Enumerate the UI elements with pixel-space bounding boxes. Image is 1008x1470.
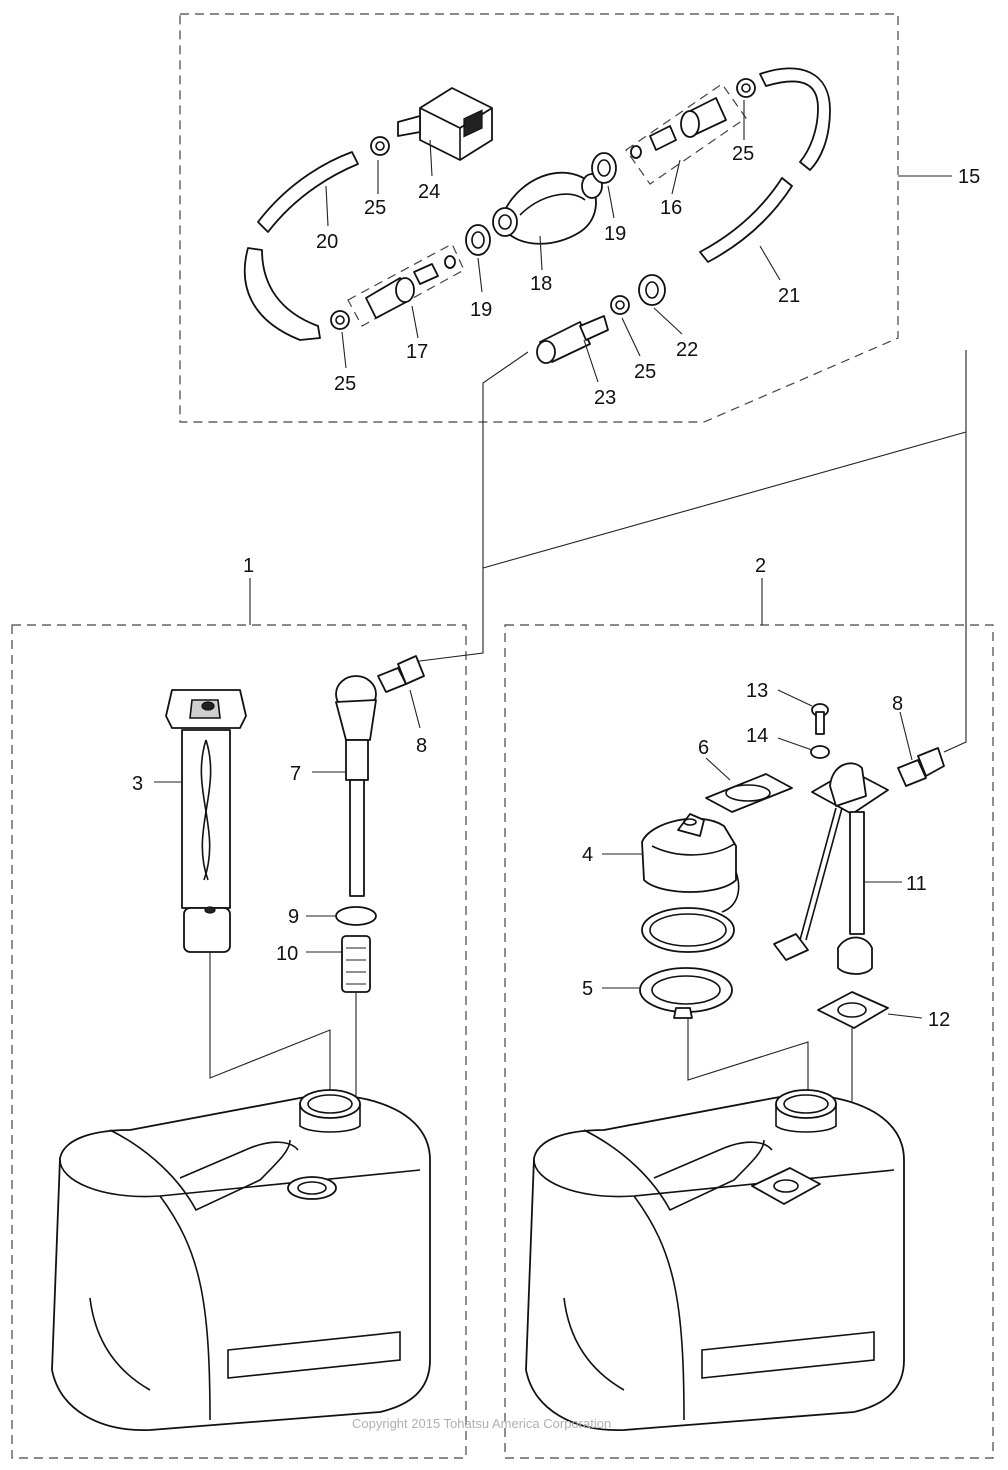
label-25-b: 25 — [732, 143, 754, 165]
washer-25-b — [736, 78, 756, 98]
label-13: 13 — [746, 680, 768, 702]
label-25-a: 25 — [364, 197, 386, 219]
label-7: 7 — [290, 763, 301, 785]
tank-2-group-box — [504, 624, 994, 1459]
o-ring-9 — [335, 906, 377, 926]
label-20: 20 — [316, 231, 338, 253]
leader-8b — [899, 711, 913, 761]
label-1: 1 — [243, 555, 254, 577]
sleeve-22 — [638, 274, 666, 306]
leader-8a — [409, 689, 421, 729]
washer-25-d — [610, 295, 630, 315]
fitting-23 — [536, 315, 609, 364]
primer-bulb-18 — [492, 171, 603, 245]
fitting-24 — [397, 87, 493, 161]
hose-21-upper — [759, 67, 831, 171]
label-10: 10 — [276, 943, 298, 965]
copyright-text: Copyright 2015 Tohatsu America Corporati… — [352, 1416, 611, 1431]
sleeve-19-b — [591, 152, 617, 184]
gasket-12 — [817, 991, 889, 1029]
label-21: 21 — [778, 285, 800, 307]
fuel-gauge-11 — [773, 762, 889, 975]
label-3: 3 — [132, 773, 143, 795]
label-11: 11 — [906, 873, 927, 895]
fuel-tank-2 — [525, 1089, 905, 1431]
fuel-gauge-3 — [165, 689, 247, 953]
screw-13 — [811, 703, 829, 735]
connector-16-box — [625, 83, 747, 185]
label-17: 17 — [406, 341, 428, 363]
fuel-line-leaders — [325, 100, 781, 383]
hose-20-lower — [243, 247, 321, 341]
label-19-b: 19 — [604, 223, 626, 245]
fitting-8-tank1 — [377, 655, 425, 693]
connector-line-23-to-8 — [411, 351, 529, 663]
washer-14 — [810, 745, 830, 759]
fuel-line-group-box — [179, 13, 899, 423]
fuel-cap-4 — [641, 813, 740, 953]
sticker-6 — [705, 773, 793, 813]
connector-17 — [365, 255, 456, 319]
label-18: 18 — [530, 273, 552, 295]
leader-13 — [777, 689, 813, 707]
label-8-a: 8 — [416, 735, 427, 757]
label-6: 6 — [698, 737, 709, 759]
fuel-tank-1 — [51, 1089, 431, 1431]
connector-16 — [630, 97, 727, 159]
cap-install-line — [687, 1018, 809, 1098]
leader-12 — [887, 1013, 923, 1019]
label-4: 4 — [582, 844, 593, 866]
leader-6 — [705, 757, 731, 781]
connector-17-box — [347, 243, 465, 327]
label-24: 24 — [418, 181, 440, 203]
label-12: 12 — [928, 1009, 950, 1031]
label-19-a: 19 — [470, 299, 492, 321]
label-23: 23 — [594, 387, 616, 409]
retainer-ring-5 — [639, 967, 733, 1019]
hose-20 — [257, 151, 359, 233]
label-22: 22 — [676, 339, 698, 361]
washer-25-a — [370, 136, 390, 156]
label-15: 15 — [958, 166, 980, 188]
label-9: 9 — [288, 906, 299, 928]
label-8-b: 8 — [892, 693, 903, 715]
label-5: 5 — [582, 978, 593, 1000]
connector-line-rear — [943, 350, 967, 753]
label-14: 14 — [746, 725, 768, 747]
washer-25-c — [330, 310, 350, 330]
label-25-c: 25 — [334, 373, 356, 395]
tank-1-group-box — [11, 624, 467, 1459]
label-16: 16 — [660, 197, 682, 219]
label-25-d: 25 — [634, 361, 656, 383]
sleeve-19-a — [465, 224, 491, 256]
filter-10 — [341, 935, 371, 993]
pickup-elbow-7 — [335, 675, 377, 897]
hose-21-lower — [699, 177, 793, 263]
leader-14 — [777, 737, 813, 751]
fitting-8-tank2 — [897, 747, 945, 787]
part-labels: 15 20 25 24 25 16 19 18 19 17 25 21 22 2… — [132, 143, 980, 1031]
gauge-3-install-line — [209, 952, 331, 1090]
label-2: 2 — [755, 555, 766, 577]
connector-line-diagonal — [482, 431, 967, 569]
